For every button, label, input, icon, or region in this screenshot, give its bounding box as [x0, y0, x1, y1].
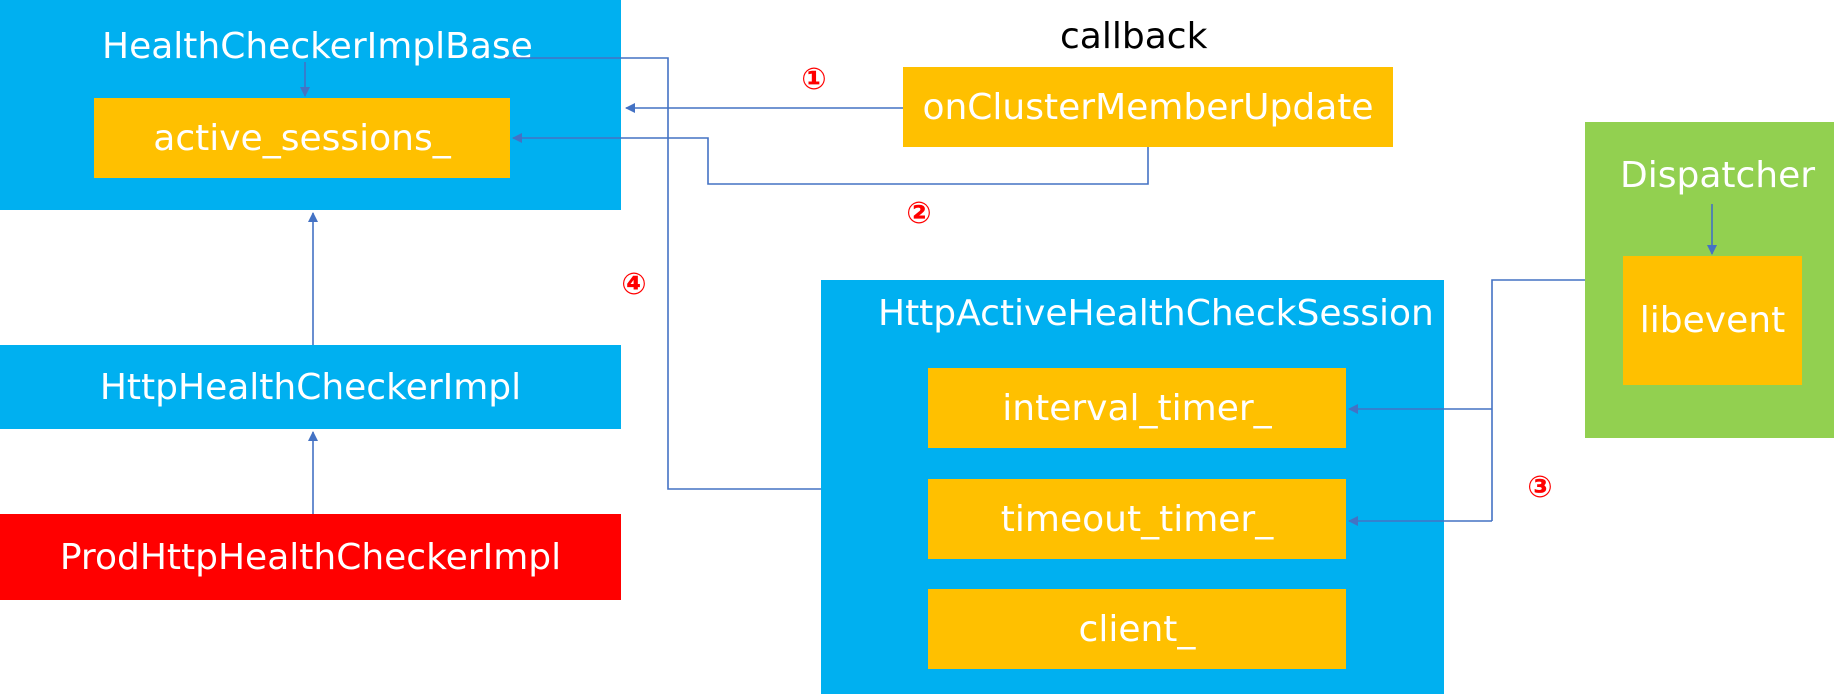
- http-health-checker-impl-box: HttpHealthCheckerImpl: [0, 345, 621, 429]
- dispatcher-to-timers-line: [1491, 279, 1585, 521]
- step-marker-3: ③: [1527, 470, 1553, 505]
- prod-http-health-checker-impl-box: ProdHttpHealthCheckerImpl: [0, 514, 621, 600]
- on-cluster-member-update-box: onClusterMemberUpdate: [903, 67, 1393, 147]
- http-active-health-check-session-label: HttpActiveHealthCheckSession: [878, 293, 1434, 334]
- timeout-timer-box: timeout_timer_: [928, 479, 1346, 559]
- interval-timer-box: interval_timer_: [928, 368, 1346, 448]
- client-box: client_: [928, 589, 1346, 669]
- step-marker-4: ④: [621, 267, 647, 302]
- callback-label: callback: [1060, 16, 1208, 57]
- dispatcher-label: Dispatcher: [1620, 155, 1816, 196]
- step-marker-1: ①: [801, 62, 827, 97]
- step-marker-2: ②: [906, 196, 932, 231]
- libevent-box: libevent: [1623, 256, 1802, 385]
- active-sessions-box: active_sessions_: [94, 98, 510, 178]
- session-to-base-line: [505, 57, 821, 490]
- health-checker-impl-base-label: HealthCheckerImplBase: [102, 26, 533, 67]
- callback-to-sessions-arrow: [512, 133, 1149, 185]
